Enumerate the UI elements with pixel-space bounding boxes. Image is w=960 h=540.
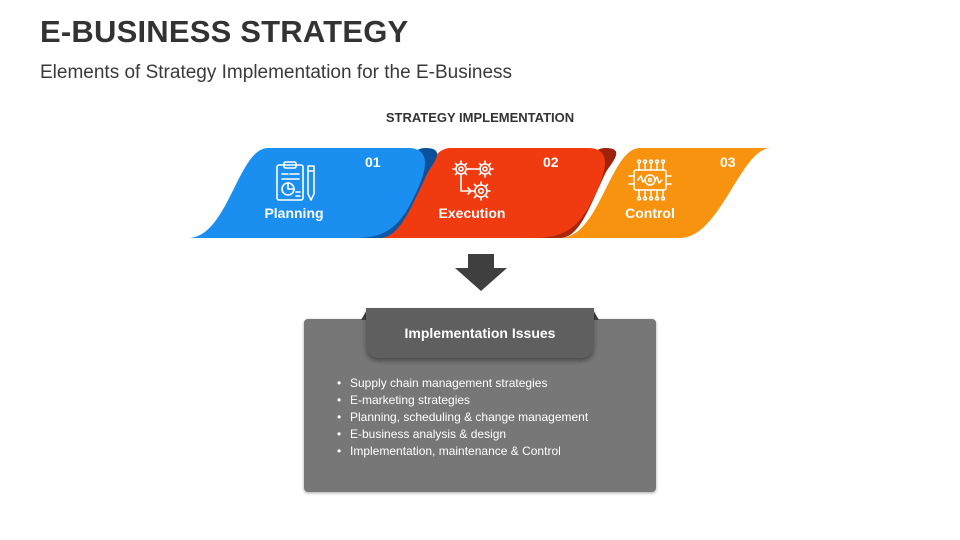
control-segment bbox=[560, 148, 770, 238]
step-number-planning: 01 bbox=[365, 154, 381, 170]
down-arrow-icon bbox=[455, 254, 507, 291]
list-item: E-business analysis & design bbox=[333, 426, 588, 443]
planning-clipboard-icon bbox=[276, 161, 315, 201]
step-label-execution: Execution bbox=[438, 205, 506, 221]
strategy-band bbox=[188, 148, 770, 238]
list-item: Implementation, maintenance & Control bbox=[333, 443, 588, 460]
page-title: E-BUSINESS STRATEGY bbox=[40, 14, 409, 49]
planning-segment bbox=[188, 148, 426, 238]
list-item: Supply chain management strategies bbox=[333, 375, 588, 392]
list-item: Planning, scheduling & change management bbox=[333, 409, 588, 426]
gears-process-icon bbox=[452, 160, 494, 201]
circuit-control-icon bbox=[628, 159, 672, 201]
section-label: STRATEGY IMPLEMENTATION bbox=[385, 110, 575, 125]
issues-list: Supply chain management strategies E-mar… bbox=[333, 375, 588, 460]
page-subtitle: Elements of Strategy Implementation for … bbox=[40, 62, 513, 83]
step-label-control: Control bbox=[625, 205, 675, 221]
step-label-planning: Planning bbox=[264, 205, 324, 221]
step-number-execution: 02 bbox=[543, 154, 559, 170]
step-number-control: 03 bbox=[720, 154, 736, 170]
issues-title: Implementation Issues bbox=[366, 308, 594, 358]
list-item: E-marketing strategies bbox=[333, 392, 588, 409]
